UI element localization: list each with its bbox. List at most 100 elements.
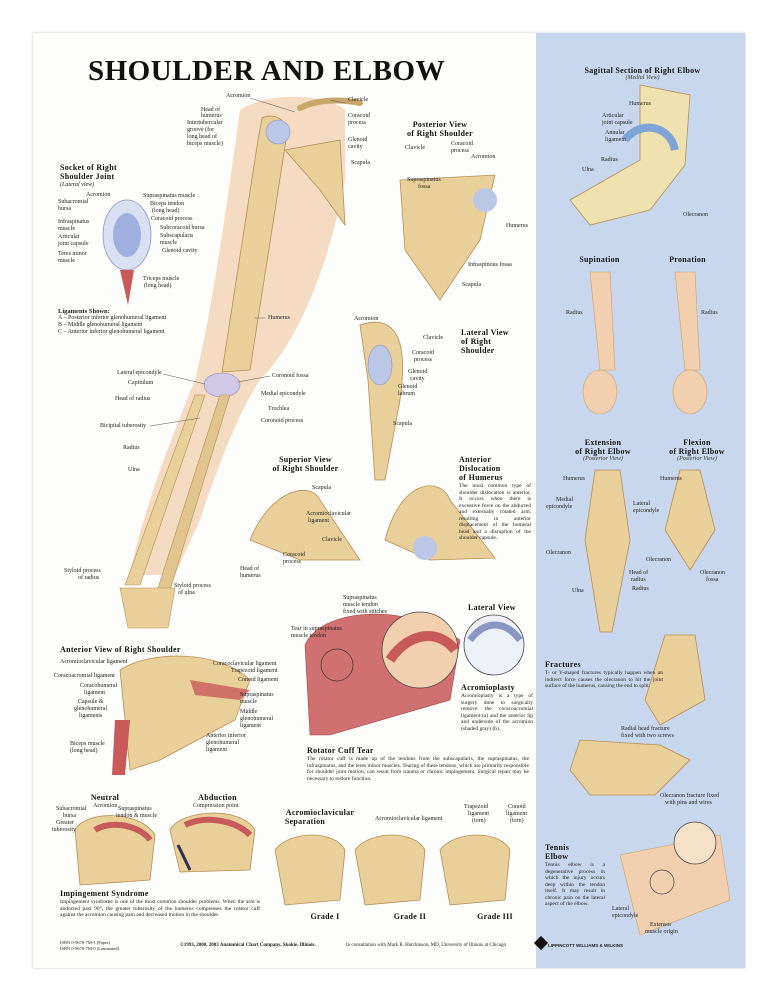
tennis-title-1: Tennis — [545, 843, 570, 852]
lateral-labrum-1: Glenoid — [398, 384, 418, 390]
socket-triceps: Triceps muscle — [143, 276, 180, 282]
label-intertub-4: biceps muscle) — [187, 141, 223, 147]
supination-arm — [589, 271, 616, 371]
sagittal-annular-2: ligament — [605, 137, 626, 143]
supination-title: Supination — [579, 255, 620, 264]
sagittal-articular-2: joint capsule — [602, 120, 633, 126]
anterior-trapezoid: Trapezoid ligament — [231, 668, 278, 674]
dislocation-shoulder — [384, 485, 496, 561]
label-medial-epicondyle: Medial epicondyle — [261, 391, 306, 397]
flexion-subtitle: (Posterior View) — [677, 456, 717, 462]
scapula-shape — [284, 139, 346, 227]
anterior-coracohumeral-1: Coracohumeral — [80, 683, 117, 689]
socket-title-1: Socket of Right — [60, 163, 117, 172]
rotator-magnifier-right — [381, 611, 459, 689]
extension-medial-1: Medial — [556, 497, 573, 503]
anterior-ant-inf-3: ligament — [206, 747, 227, 753]
extension-lateral-2: epicondyle — [633, 508, 660, 514]
acromioplasty-lateral-view: Lateral View — [468, 603, 516, 612]
socket-glenoid: Glenoid cavity — [162, 248, 198, 254]
lateral-title-2: of Right — [461, 337, 492, 346]
superior-title-1: Superior View — [279, 455, 332, 464]
footer-isbn-2: ISBN 0-9670-7M-0 (Laminated) — [60, 946, 119, 951]
acsep-title-2: Separation — [284, 817, 326, 826]
pronation-title: Pronation — [669, 255, 706, 264]
impingement-neutral: Neutral — [90, 793, 120, 802]
label-intertub-3: long head of — [187, 134, 217, 140]
socket-subcoracoid: Subcoracoid bursa — [160, 225, 205, 231]
impingement-subacromial-2: bursa — [63, 813, 76, 819]
sagittal-humerus: Humerus — [629, 101, 651, 107]
label-styloid-ulna-1: Styloid process — [174, 583, 211, 589]
extension-subtitle: (Posterior View) — [583, 456, 623, 462]
dislocation-title-3: of Humerus — [459, 473, 503, 482]
ligament-c: C – Anterior inferior glenohumeral ligam… — [58, 329, 165, 335]
flexion-olecranon-fossa-2: fossa — [706, 577, 719, 583]
label-head-humerus-1: Head of — [201, 107, 221, 113]
anterior-capsule-2: glenohumeral — [74, 706, 107, 712]
impingement-greater-1: Greater — [56, 820, 74, 826]
label-clavicle: Clavicle — [348, 97, 368, 103]
socket-joint-capsule: joint capsule — [58, 241, 89, 247]
impingement-greater-2: tuberosity — [52, 827, 76, 833]
label-humerus: Humerus — [268, 315, 290, 321]
extension-head-1: Head of — [629, 570, 649, 576]
acsep-title-1: Acromioclavicular — [285, 808, 355, 817]
label-styloid-ulna-2: of ulna — [178, 590, 195, 596]
label-coracoid-1: Coracoid — [348, 113, 370, 119]
lateral-coracoid-2: process — [414, 357, 432, 363]
impingement-acromion: Acromion — [93, 803, 118, 809]
posterior-title-2: of Right Shoulder — [407, 129, 473, 138]
acsep-conoid-1: Conoid — [508, 804, 526, 810]
superior-title-2: of Right Shoulder — [272, 464, 339, 473]
label-coronoid-process: Coronoid process — [261, 418, 304, 424]
label-glenoid-2: cavity — [348, 144, 363, 150]
lateral-acromion: Acromion — [354, 316, 379, 322]
impingement-supra-1: Supraspinatus — [118, 806, 152, 812]
posterior-infra: Infraspinous fossa — [468, 262, 512, 268]
tennis-lateral-2: epicondyle — [612, 913, 639, 919]
footer-isbn-1: ISBN 0-9670-7M-1 (Paper) — [60, 940, 110, 945]
footer-copyright: ©1993, 2000, 2003 Anatomical Chart Compa… — [180, 943, 316, 948]
acsep-conoid-2: ligament — [506, 811, 527, 817]
dislocation-text: The most common type of shoulder disloca… — [459, 483, 531, 541]
extension-humerus: Humerus — [563, 476, 585, 482]
grade1-shoulder — [274, 834, 346, 906]
socket-long-head: (long head) — [152, 208, 180, 214]
posterior-clavicle: Clavicle — [405, 145, 425, 151]
anterior-middle-1: Middle — [240, 709, 258, 715]
label-bicipital: Bicipital tuberosity — [100, 423, 147, 429]
anterior-supra-2: muscle — [240, 699, 257, 705]
fracture-elbow-lower — [569, 739, 691, 796]
socket-coracoid: Coracoid process — [151, 216, 193, 222]
acromioplasty-title: Acromioplasty — [461, 683, 515, 692]
label-intertub-2: groove (for — [187, 127, 215, 133]
extension-olecranon: Olecranon — [546, 550, 571, 556]
lateral-glenoid-2: cavity — [410, 376, 425, 382]
superior-shoulder — [249, 490, 361, 561]
poster-title: SHOULDER AND ELBOW — [88, 55, 446, 87]
superior-head-2: humerus — [240, 573, 261, 579]
anterior-coracoacromial: Coracoacromial ligament — [54, 673, 115, 679]
footer-consult: In consultation with Mark R. Hutchinson,… — [346, 943, 506, 948]
anterior-capsule-1: Capsule & — [78, 699, 104, 705]
flexion-title-1: Flexion — [683, 438, 711, 447]
socket-biceps-tendon: Biceps tendon — [150, 201, 185, 207]
grade3-shoulder — [439, 834, 511, 906]
tennis-magnifier — [673, 821, 717, 865]
socket-articular: Articular — [58, 234, 80, 240]
posterior-acromion: Acromion — [471, 154, 496, 160]
lateral-scapula: Scapula — [393, 421, 412, 427]
sagittal-annular-1: Annular — [605, 130, 625, 136]
superior-acj-2: ligament — [308, 518, 329, 524]
posterior-title-1: Posterior View — [412, 120, 468, 129]
fractures-olec-1: Olecranon fracture fixed — [660, 793, 719, 799]
ligament-a: A – Posterior inferior glenohumeral liga… — [58, 315, 167, 321]
rotator-text: The rotator cuff is made up of the tendo… — [307, 756, 529, 782]
flexion-title-2: of Right Elbow — [669, 447, 725, 456]
acsep-grade-3: Grade III — [477, 912, 513, 921]
anterior-middle-3: ligament — [240, 723, 261, 729]
acsep-trap-2: ligament — [468, 811, 489, 817]
lateral-title-1: Lateral View — [461, 328, 509, 337]
